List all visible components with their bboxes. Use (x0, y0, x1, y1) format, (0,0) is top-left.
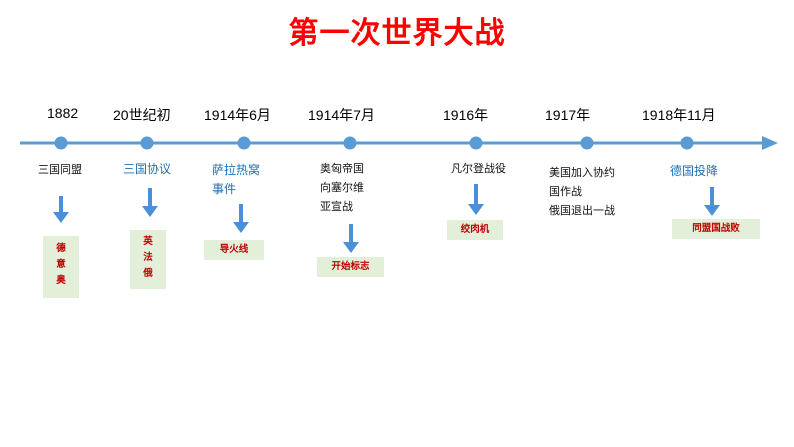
event-line: 德国投降 (670, 164, 719, 178)
page-title: 第一次世界大战 (288, 16, 506, 51)
event-sarajevo: 萨拉热窝 事件 (212, 161, 260, 199)
event-line: 凡尔登战役 (451, 162, 506, 175)
box-line: 奥 (56, 275, 66, 286)
event-line: 奥匈帝国 (320, 162, 364, 175)
event-austria-war: 奥匈帝国 向塞尔维 亚宣战 (320, 159, 364, 216)
down-arrow-icon (53, 196, 69, 223)
down-arrow-icon (233, 204, 249, 233)
event-line: 亚宣战 (320, 200, 353, 213)
down-arrow-icon (704, 187, 720, 216)
box-central-defeat: 同盟国战败 (672, 219, 760, 239)
box-line: 德 (56, 243, 66, 254)
box-entente-members: 英 法 俄 (130, 230, 166, 289)
event-line: 国作战 (549, 185, 582, 198)
event-line: 三国同盟 (38, 163, 82, 176)
event-1917: 美国加入协约 国作战 俄国退出一战 (549, 163, 615, 220)
event-line: 向塞尔维 (320, 181, 364, 194)
event-triple-entente: 三国协议 (123, 160, 171, 179)
year-label: 1914年7月 (308, 107, 375, 123)
box-line: 俄 (143, 268, 153, 279)
timeline-dot (237, 136, 251, 150)
event-line: 三国协议 (123, 162, 172, 176)
year-label: 1917年 (545, 107, 591, 123)
box-fuse: 导火线 (204, 240, 264, 260)
timeline-dot (140, 136, 154, 150)
box-line: 法 (143, 252, 153, 263)
year-label: 1918年11月 (642, 107, 716, 123)
timeline-arrowhead (762, 136, 778, 150)
year-label: 1916年 (443, 107, 489, 123)
event-triple-alliance: 三国同盟 (38, 160, 82, 179)
event-line: 俄国退出一战 (549, 204, 615, 217)
box-line: 开始标志 (331, 261, 370, 272)
box-line: 同盟国战败 (692, 223, 740, 234)
box-line: 绞肉机 (460, 224, 490, 235)
timeline-dot (680, 136, 694, 150)
timeline-dot (54, 136, 68, 150)
down-arrow-icon (468, 184, 484, 215)
event-line: 事件 (212, 182, 237, 196)
box-line: 英 (143, 236, 153, 247)
year-label: 20世纪初 (113, 107, 171, 123)
down-arrow-icon (142, 188, 158, 217)
event-line: 萨拉热窝 (212, 163, 261, 177)
down-arrow-icon (343, 224, 359, 253)
box-central-powers: 德 意 奥 (43, 236, 79, 298)
box-meat-grinder: 绞肉机 (447, 220, 503, 240)
box-start-sign: 开始标志 (317, 257, 384, 277)
timeline-dot (469, 136, 483, 150)
event-german-surrender: 德国投降 (670, 162, 718, 181)
event-line: 美国加入协约 (549, 166, 615, 179)
box-line: 导火线 (219, 244, 249, 255)
year-label: 1914年6月 (204, 107, 271, 123)
box-line: 意 (56, 259, 66, 270)
event-verdun: 凡尔登战役 (451, 159, 506, 178)
year-label: 1882 (47, 105, 79, 121)
timeline-dot (580, 136, 594, 150)
timeline-dot (343, 136, 357, 150)
